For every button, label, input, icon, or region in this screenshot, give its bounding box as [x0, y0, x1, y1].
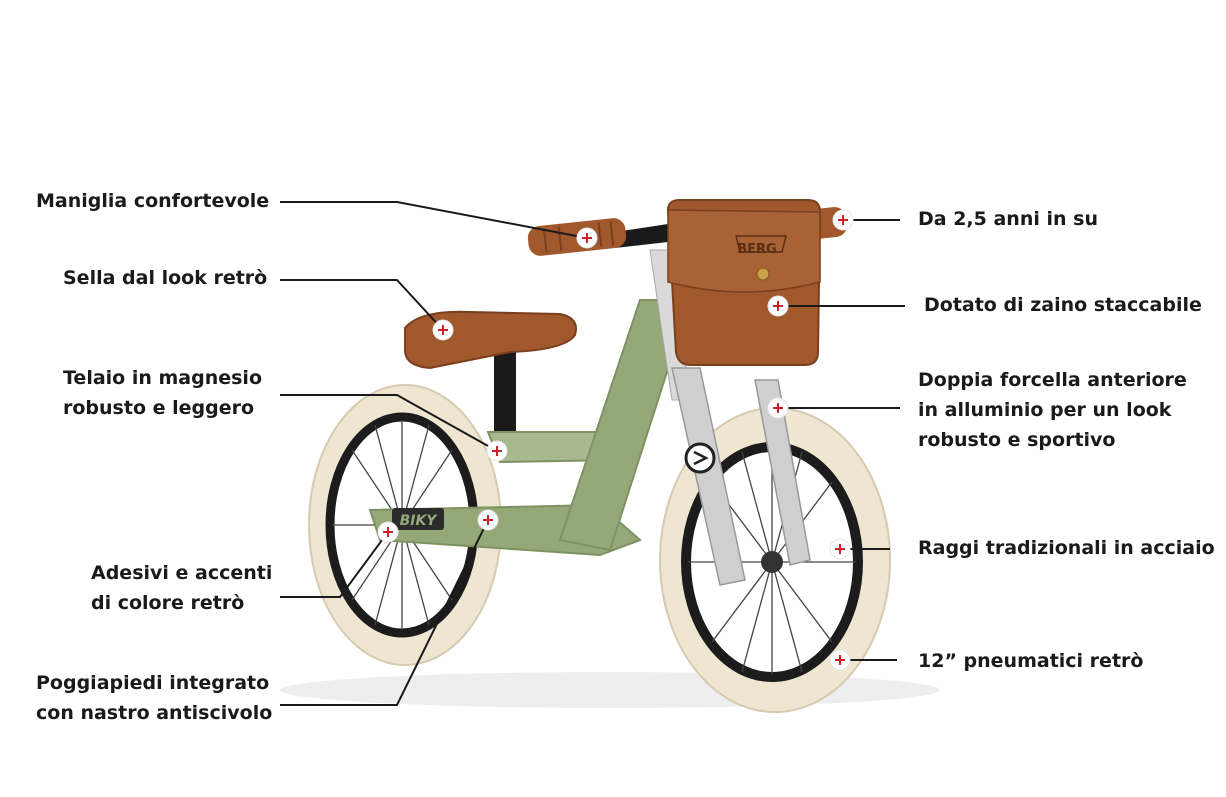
feature-text: di colore retrò: [91, 592, 245, 614]
frame-decal: BIKY: [400, 513, 439, 529]
feature-text: Telaio in magnesio: [63, 367, 262, 389]
feature-label-saddle: Sella dal look retrò: [63, 263, 267, 293]
bag-logo: BERG: [737, 242, 776, 257]
feature-label-frame: Telaio in magnesio robusto e leggero: [63, 363, 262, 423]
hotspot-frame-plus-icon[interactable]: [486, 440, 508, 462]
hotspot-saddle-plus-icon[interactable]: [432, 319, 454, 341]
leader-stickers: [280, 531, 389, 598]
hotspot-fork-plus-icon[interactable]: [767, 397, 789, 419]
leader-lines: [280, 201, 905, 706]
feature-text: in alluminio per un look: [918, 399, 1172, 421]
feature-text: Dotato di zaino staccabile: [924, 294, 1202, 316]
feature-text: Sella dal look retrò: [63, 267, 268, 289]
hotspot-backpack-plus-icon[interactable]: [767, 295, 789, 317]
feature-label-stickers: Adesivi e accenti di colore retrò: [91, 558, 272, 618]
front-fork: [671, 367, 811, 586]
hotspot-age-plus-icon[interactable]: [832, 209, 854, 231]
saddle: [404, 310, 577, 370]
feature-label-backpack: Dotato di zaino staccabile: [924, 290, 1202, 320]
front-bag: BERG: [666, 199, 822, 366]
feature-text: Poggiapiedi integrato: [36, 672, 270, 694]
feature-label-tires: 12” pneumatici retrò: [918, 646, 1143, 676]
leader-handlebar-grip: [280, 201, 588, 239]
feature-label-spokes: Raggi tradizionali in acciaio: [918, 533, 1215, 563]
feature-text: Doppia forcella anteriore: [918, 369, 1187, 391]
feature-text: Maniglia confortevole: [36, 190, 270, 212]
hotspot-tires-plus-icon[interactable]: [829, 649, 851, 671]
feature-label-age: Da 2,5 anni in su: [918, 204, 1098, 234]
frame: BIKY: [368, 299, 692, 557]
leader-saddle: [280, 279, 444, 331]
leader-frame: [280, 394, 498, 452]
feature-text: 12” pneumatici retrò: [918, 650, 1144, 672]
feature-text: Da 2,5 anni in su: [918, 208, 1098, 230]
handlebar-stem: [615, 224, 668, 248]
feature-label-fork: Doppia forcella anteriore in alluminio p…: [918, 365, 1187, 455]
hotspot-footrest-plus-icon[interactable]: [477, 509, 499, 531]
seat-post: [494, 345, 516, 440]
hotspot-stickers-plus-icon[interactable]: [377, 521, 399, 543]
feature-text: con nastro antiscivolo: [36, 702, 273, 724]
feature-text: Raggi tradizionali in acciaio: [918, 537, 1215, 559]
feature-label-handlebar-grip: Maniglia confortevole: [36, 186, 269, 216]
feature-label-footrest: Poggiapiedi integrato con nastro antisci…: [36, 668, 272, 728]
hotspot-handlebar-grip-plus-icon[interactable]: [576, 227, 598, 249]
feature-text: Adesivi e accenti: [91, 562, 273, 584]
feature-text: robusto e leggero: [63, 397, 255, 419]
feature-text: robusto e sportivo: [918, 429, 1116, 451]
leader-footrest: [280, 519, 489, 706]
hotspot-spokes-plus-icon[interactable]: [829, 538, 851, 560]
